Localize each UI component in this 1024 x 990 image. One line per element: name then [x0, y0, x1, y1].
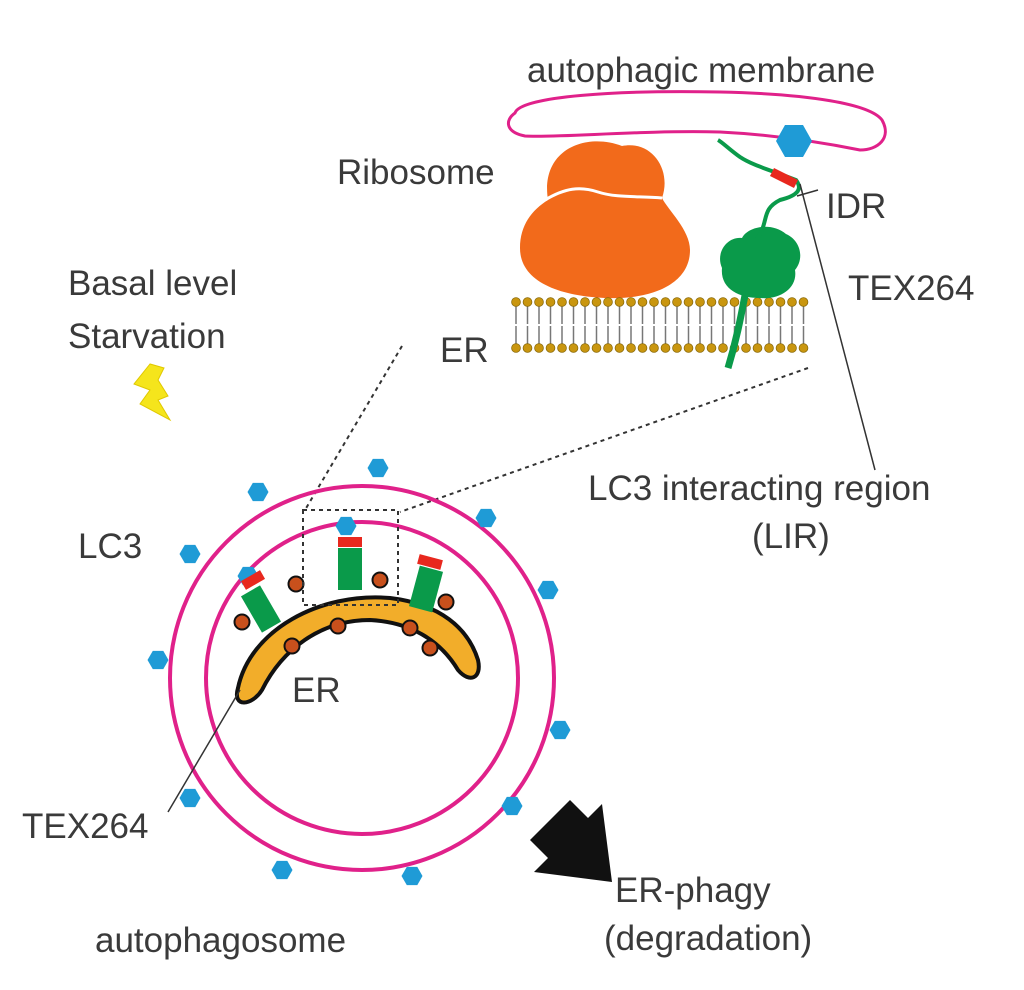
label-tex264-top: TEX264	[848, 269, 974, 308]
label-tex264-bottom: TEX264	[22, 807, 148, 846]
leader-line-tex264-bottom	[167, 689, 241, 813]
label-lir-line2: (LIR)	[752, 517, 830, 556]
er-ribosome-bead	[421, 639, 439, 657]
tex264-er-right	[408, 554, 444, 613]
arrow-down-right-icon	[530, 800, 612, 882]
leader-line-tex264-idr	[796, 189, 819, 197]
label-er-phagy: ER-phagy	[615, 871, 771, 910]
er-ribosome-bead	[283, 637, 301, 655]
lc3-hexagon	[271, 860, 293, 880]
label-ribosome: Ribosome	[337, 153, 495, 192]
leader-line-lir	[799, 183, 876, 471]
autophagosome-inner-membrane	[204, 520, 520, 836]
er-ribosome-bead	[329, 617, 347, 635]
lc3-hexagon	[179, 544, 201, 564]
ribosome-subunit-groove	[544, 187, 663, 202]
label-autophagic-membrane: autophagic membrane	[527, 51, 875, 90]
er-ribosome-bead	[233, 613, 251, 631]
er-ribosome-bead	[401, 619, 419, 637]
ribosome	[520, 141, 690, 299]
er-lipid-bilayer-top	[511, 297, 809, 353]
lc3-hexagon-top	[776, 125, 812, 157]
label-er-bottom: ER	[292, 671, 341, 710]
tex264-transmembrane-segment	[724, 279, 752, 370]
lc3-hexagon	[501, 796, 523, 816]
autophagic-membrane	[507, 90, 887, 152]
label-starvation: Starvation	[68, 317, 226, 356]
lc3-hexagon	[367, 458, 389, 478]
label-er-phagy-degradation: (degradation)	[604, 919, 812, 958]
label-lir-line1: LC3 interacting region	[588, 469, 930, 508]
autophagosome-outer-membrane	[168, 484, 556, 872]
lc3-hexagon	[179, 788, 201, 808]
lir-segment-top	[769, 167, 799, 189]
lc3-hexagon	[549, 720, 571, 740]
tex264-er-left	[240, 570, 282, 633]
lc3-hexagon	[475, 508, 497, 528]
er-ribosome-bead	[371, 571, 389, 589]
label-basal-level: Basal level	[68, 264, 237, 303]
er-fragment	[234, 595, 481, 705]
label-idr: IDR	[826, 187, 886, 226]
lc3-hexagon	[537, 580, 559, 600]
tex264-globular-domain	[720, 226, 801, 299]
er-ribosome-bead	[287, 575, 305, 593]
label-er-top: ER	[440, 331, 489, 370]
lc3-hexagon	[247, 482, 269, 502]
lightning-bolt-icon	[133, 363, 172, 422]
lc3-hexagon	[335, 516, 357, 536]
label-lc3: LC3	[78, 527, 142, 566]
tex264-er-center	[338, 537, 362, 590]
label-autophagosome: autophagosome	[95, 921, 346, 960]
er-ribosome-bead	[437, 593, 455, 611]
zoom-line-right	[399, 367, 809, 513]
lc3-hexagon	[147, 650, 169, 670]
lc3-hexagon	[401, 866, 423, 886]
